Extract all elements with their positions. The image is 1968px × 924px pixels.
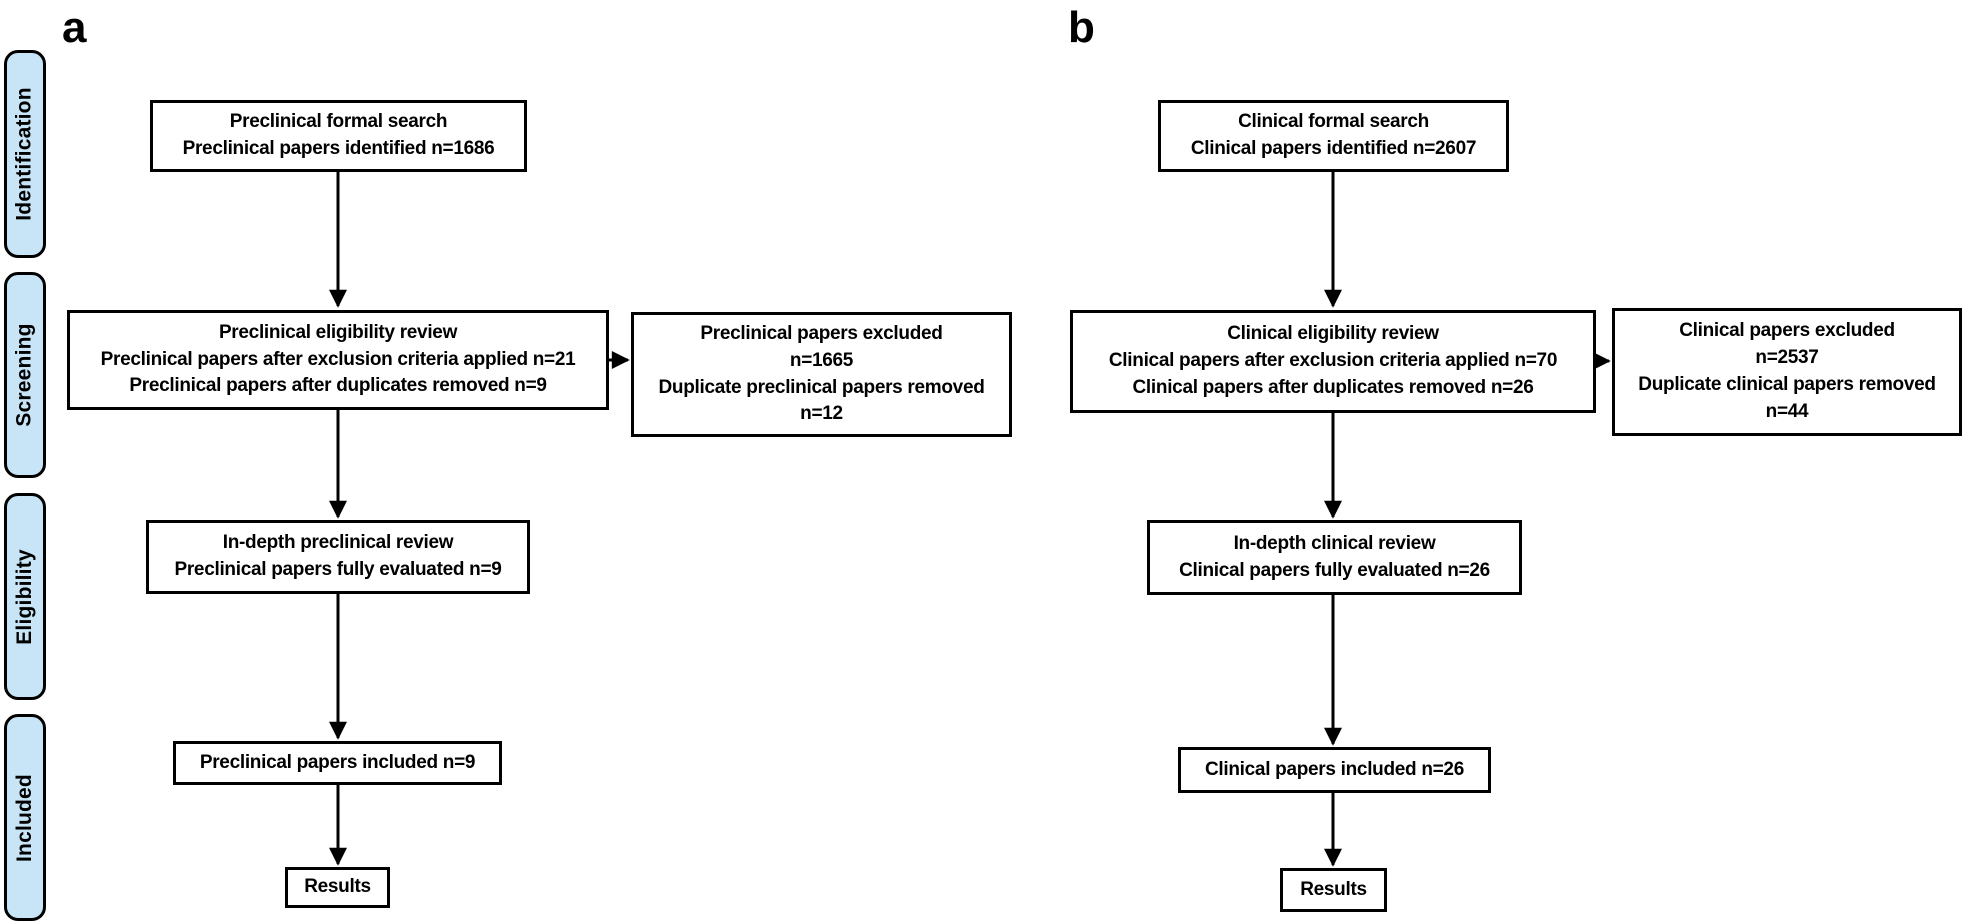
stage-screening: Screening — [4, 272, 46, 478]
panel-a-excluded-box: Preclinical papers excluded n=1665 Dupli… — [631, 312, 1012, 437]
panel-a-eligibility-box: In-depth preclinical review Preclinical … — [146, 520, 530, 594]
box-text-line: Clinical papers fully evaluated n=26 — [1179, 559, 1490, 581]
box-text-line: Duplicate preclinical papers removed — [658, 376, 985, 398]
stage-identification: Identification — [4, 50, 46, 258]
panel-a-label: a — [62, 3, 87, 52]
box-text-line: Duplicate clinical papers removed — [1638, 374, 1936, 395]
box-text-line: Preclinical formal search — [229, 111, 448, 133]
box-text-line: n=2537 — [1755, 347, 1819, 369]
panel-b-excluded-box: Clinical papers excluded n=2537 Duplicat… — [1612, 308, 1962, 436]
panel-a-screening-box: Preclinical eligibility review Preclinic… — [67, 310, 609, 410]
box-text-line: Clinical papers after duplicates removed… — [1132, 376, 1534, 398]
panel-b-identification-box: Clinical formal search Clinical papers i… — [1158, 100, 1509, 172]
box-text-line: n=1665 — [789, 349, 854, 371]
stage-included-label: Included — [13, 773, 37, 862]
stage-identification-label: Identification — [13, 87, 36, 221]
box-text-line: Preclinical papers identified n=1686 — [182, 138, 495, 159]
box-text-line: Preclinical eligibility review — [218, 321, 458, 343]
panel-a-included-box: Preclinical papers included n=9 — [173, 741, 502, 785]
stage-eligibility-label: Eligibility — [13, 548, 37, 645]
panel-b-eligibility-box: In-depth clinical review Clinical papers… — [1147, 520, 1522, 595]
panel-b-results-box: Results — [1280, 868, 1387, 912]
box-text-line: Clinical papers identified n=2607 — [1190, 138, 1477, 159]
box-text-line: Results — [1300, 878, 1367, 900]
box-text-line: Clinical formal search — [1238, 111, 1429, 133]
box-text-line: Preclinical papers fully evaluated n=9 — [174, 559, 502, 580]
box-text-line: Preclinical papers after exclusion crite… — [100, 348, 576, 370]
stage-screening-label: Screening — [13, 323, 36, 427]
box-text-line: Clinical eligibility review — [1227, 323, 1439, 345]
box-text-line: In-depth clinical review — [1233, 532, 1436, 554]
box-text-line: n=44 — [1765, 400, 1809, 422]
panel-b-label: b — [1068, 3, 1095, 52]
panel-b-included-box: Clinical papers included n=26 — [1178, 747, 1491, 793]
panel-a-results-box: Results — [285, 867, 390, 908]
box-text-line: Preclinical papers excluded — [700, 322, 943, 344]
panel-a-identification-box: Preclinical formal search Preclinical pa… — [150, 100, 527, 172]
panel-b-screening-box: Clinical eligibility review Clinical pap… — [1070, 310, 1596, 413]
box-text-line: Clinical papers after exclusion criteria… — [1108, 350, 1558, 372]
box-text-line: In-depth preclinical review — [222, 532, 454, 554]
stage-eligibility: Eligibility — [4, 493, 46, 700]
box-text-line: n=12 — [800, 403, 843, 425]
box-text-line: Clinical papers excluded — [1679, 320, 1895, 342]
box-text-line: Results — [304, 876, 371, 898]
box-text-line: Clinical papers included n=26 — [1205, 758, 1464, 780]
box-text-line: Preclinical papers after duplicates remo… — [129, 375, 547, 397]
stage-included: Included — [4, 714, 46, 921]
box-text-line: Preclinical papers included n=9 — [199, 751, 476, 773]
